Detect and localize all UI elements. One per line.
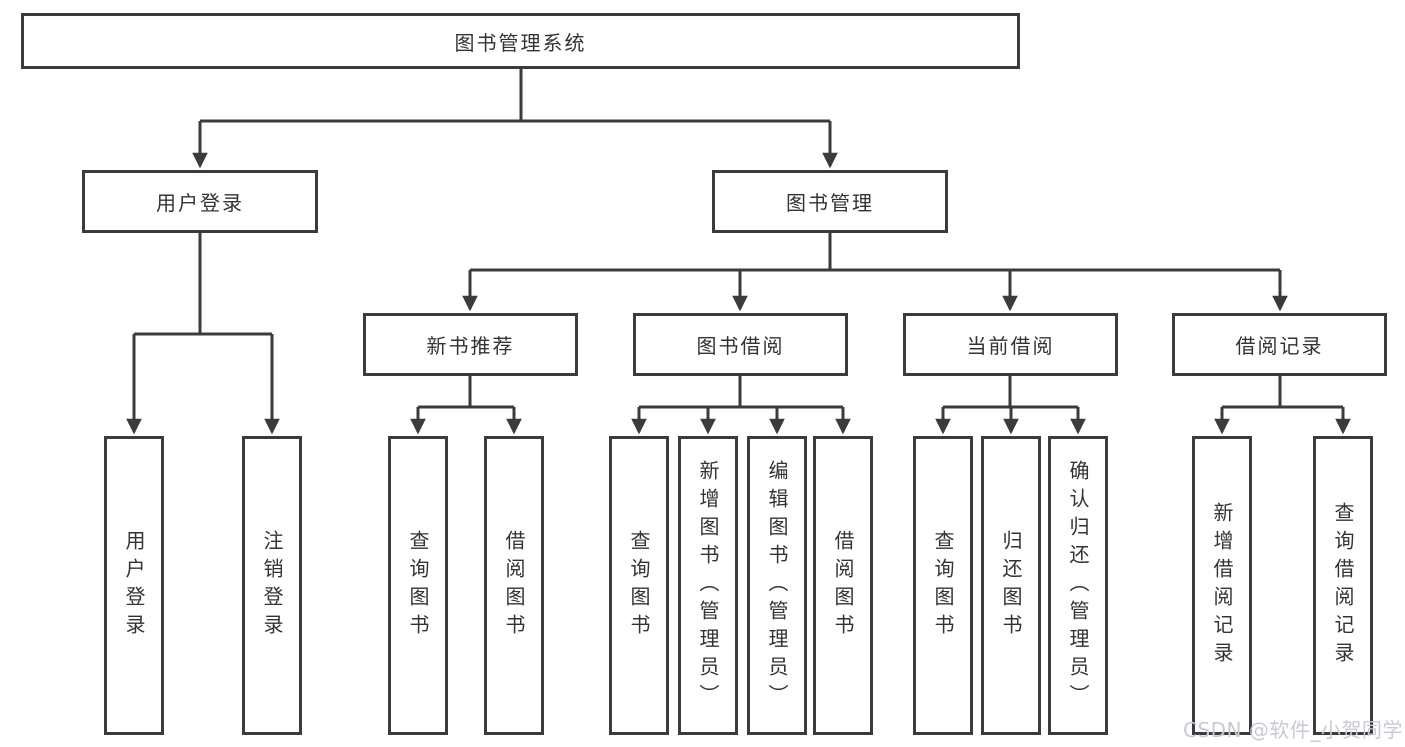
leaf-current-query-book-label: 查询图书 — [931, 529, 955, 642]
leaf-user-login-label: 用户登录 — [122, 529, 146, 642]
leaf-current-return-book: 归还图书 — [981, 436, 1041, 735]
watermark: CSDN @软件_小贺同学 — [1183, 718, 1403, 742]
node-root-label: 图书管理系统 — [454, 30, 587, 55]
leaf-current-confirm-return: 确认归还（管理员） — [1048, 436, 1108, 735]
node-book-management: 图书管理 — [712, 170, 948, 233]
leaf-borrow-borrow-book-label: 借阅图书 — [831, 529, 855, 642]
leaf-user-logout: 注销登录 — [242, 436, 302, 735]
leaf-borrow-borrow-book: 借阅图书 — [813, 436, 873, 735]
leaf-borrow-edit-book-label: 编辑图书（管理员） — [765, 459, 789, 712]
node-book-borrow-label: 图书借阅 — [696, 334, 785, 358]
leaf-borrow-add-book: 新增图书（管理员） — [678, 436, 738, 735]
node-user-login: 用户登录 — [82, 170, 318, 233]
leaf-record-add: 新增借阅记录 — [1192, 436, 1252, 735]
leaf-user-logout-label: 注销登录 — [260, 529, 284, 642]
leaf-borrow-add-book-label: 新增图书（管理员） — [696, 459, 720, 712]
node-current-borrow: 当前借阅 — [903, 313, 1118, 376]
leaf-record-add-label: 新增借阅记录 — [1210, 501, 1234, 670]
node-new-book-recommend: 新书推荐 — [363, 313, 578, 376]
leaf-record-query: 查询借阅记录 — [1313, 436, 1373, 735]
node-current-borrow-label: 当前借阅 — [966, 334, 1055, 358]
leaf-new-query-book-label: 查询图书 — [406, 529, 430, 642]
node-root: 图书管理系统 — [21, 13, 1020, 69]
leaf-borrow-query-book: 查询图书 — [609, 436, 669, 735]
leaf-record-query-label: 查询借阅记录 — [1331, 501, 1355, 670]
leaf-current-query-book: 查询图书 — [913, 436, 973, 735]
node-borrow-records: 借阅记录 — [1172, 313, 1387, 376]
leaf-new-query-book: 查询图书 — [388, 436, 448, 735]
leaf-new-borrow-book-label: 借阅图书 — [502, 529, 526, 642]
leaf-borrow-query-book-label: 查询图书 — [627, 529, 651, 642]
leaf-user-login: 用户登录 — [104, 436, 164, 735]
leaf-new-borrow-book: 借阅图书 — [484, 436, 544, 735]
node-new-book-recommend-label: 新书推荐 — [426, 334, 515, 358]
leaf-current-confirm-return-label: 确认归还（管理员） — [1066, 459, 1090, 712]
node-user-login-label: 用户登录 — [156, 191, 244, 215]
node-book-borrow: 图书借阅 — [633, 313, 848, 376]
leaf-borrow-edit-book: 编辑图书（管理员） — [747, 436, 807, 735]
leaf-current-return-book-label: 归还图书 — [999, 529, 1023, 642]
node-book-management-label: 图书管理 — [786, 191, 874, 215]
node-borrow-records-label: 借阅记录 — [1235, 334, 1324, 358]
